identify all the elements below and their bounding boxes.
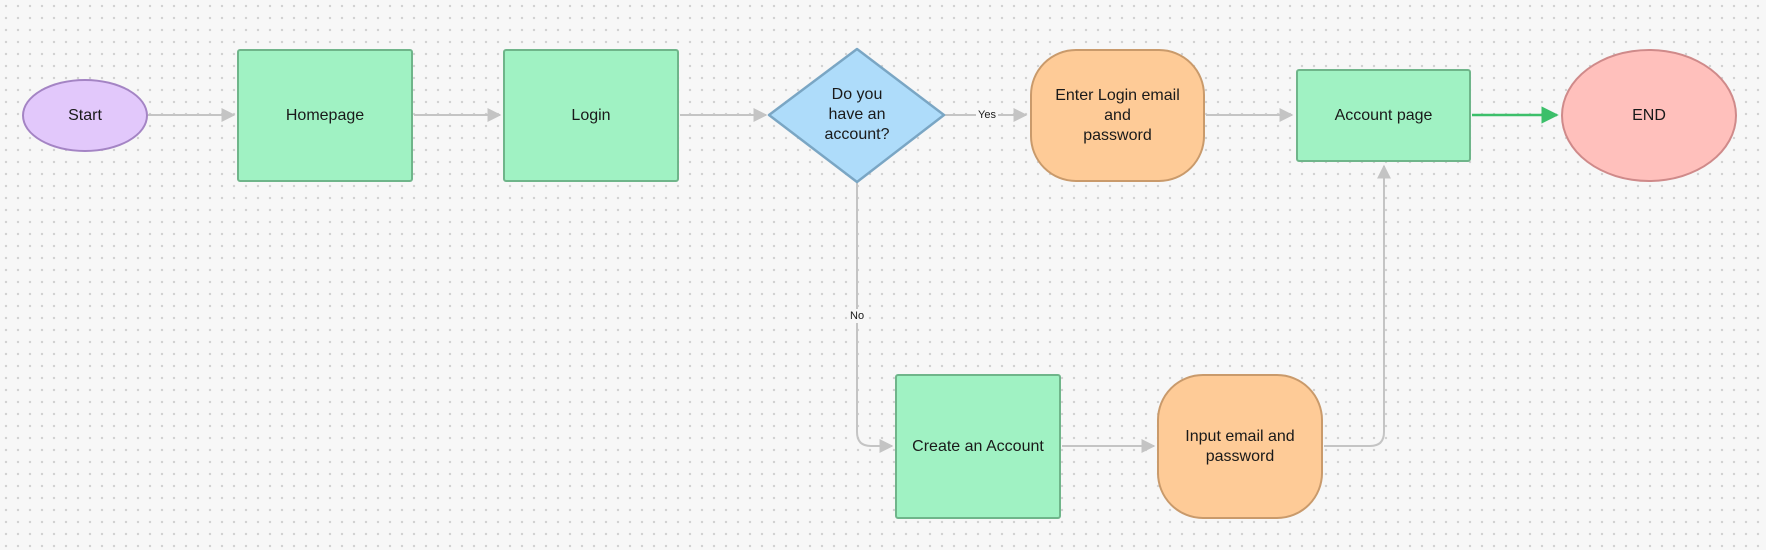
enter-login-node[interactable]: Enter Login email and password [1030,49,1205,182]
login-label: Login [571,106,611,124]
login-node[interactable]: Login [503,49,679,182]
account-page-node[interactable]: Account page [1296,69,1471,162]
decision-node[interactable]: Do you have an account? [789,75,925,155]
start-label: Start [68,106,102,124]
end-node[interactable]: END [1561,49,1737,182]
account-page-label: Account page [1334,106,1433,124]
connector-decision-create-account [856,183,894,453]
homepage-label: Homepage [285,106,365,124]
yes-edge-label: Yes [976,108,998,122]
enter-login-label: Enter Login email and password [1055,86,1180,144]
no-edge-label: No [848,309,867,323]
start-node[interactable]: Start [22,79,148,152]
connector-input-email-account-page [1324,164,1391,447]
decision-label: Do you have an account? [824,86,890,143]
input-email-node[interactable]: Input email and password [1157,374,1323,519]
create-account-node[interactable]: Create an Account [895,374,1061,519]
decision-diamond [767,47,946,184]
end-label: END [1632,106,1666,124]
homepage-node[interactable]: Homepage [237,49,413,182]
input-email-label: Input email and password [1185,427,1295,465]
create-account-label: Create an Account [912,437,1044,455]
